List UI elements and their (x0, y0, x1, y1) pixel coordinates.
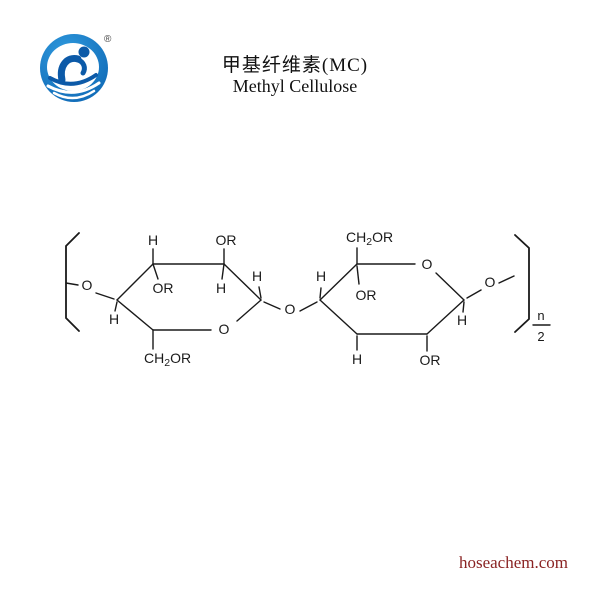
atom-label-oxygen-right-end: O (485, 274, 496, 290)
atom-label-oxygen-left-end: O (82, 277, 93, 293)
group-label-or-ring1-inner: OR (153, 280, 174, 296)
group-label-ch2or-ring1: CH2OR (144, 350, 191, 369)
ch2or-ring1-subscript: 2 (164, 357, 170, 369)
left-bracket (65, 232, 80, 332)
group-label-ch2or-ring2: CH2OR (346, 229, 393, 248)
ch2or-ring2-ch: CH (346, 229, 366, 245)
ch2or-ring2-subscript: 2 (366, 236, 372, 248)
group-label-or-ring2-inner: OR (356, 287, 377, 303)
atom-label-h-ring1-c4: H (109, 311, 119, 327)
group-label-or-ring1-top: OR (216, 232, 237, 248)
atom-label-h-ring2-bottom: H (352, 351, 362, 367)
atom-label-h-ring2-c4: H (316, 268, 326, 284)
atom-label-oxygen-ring2: O (422, 256, 433, 272)
company-logo-graphic (40, 34, 108, 102)
repeat-unit-denominator: 2 (537, 329, 544, 344)
company-logo (34, 28, 114, 108)
atom-label-oxygen-glycosidic: O (285, 301, 296, 317)
polymer-brackets (65, 232, 530, 333)
logo-emblem (40, 34, 108, 102)
group-label-or-ring2-bottom: OR (420, 352, 441, 368)
website-url: hoseachem.com (458, 553, 568, 572)
ch2or-ring1-or: OR (170, 350, 191, 366)
atom-label-h-ring1-c1: H (252, 268, 262, 284)
ch2or-ring1-ch: CH (144, 350, 164, 366)
bond-lines (65, 247, 551, 352)
atom-label-h-ring1-inner: H (216, 280, 226, 296)
atom-label-h-ring2-c1: H (457, 312, 467, 328)
product-title-english: Methyl Cellulose (232, 76, 358, 96)
registered-trademark-symbol: ® (104, 34, 112, 45)
atom-label-oxygen-ring1: O (219, 321, 230, 337)
right-bracket (514, 234, 530, 333)
product-title-chinese: 甲基纤维素(MC) (221, 55, 369, 76)
repeat-unit-numerator: n (537, 308, 544, 323)
ch2or-ring2-or: OR (372, 229, 393, 245)
atom-label-h-ring1-top: H (148, 232, 158, 248)
